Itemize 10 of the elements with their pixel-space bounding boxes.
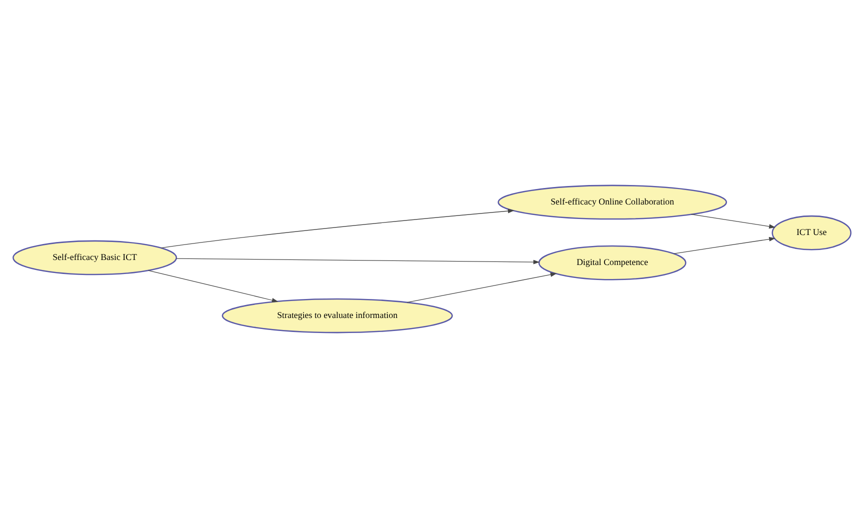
node-ellipse: Self-efficacy Basic ICT [12,240,178,275]
node-ellipse: Self-efficacy Online Collaboration [498,184,728,220]
arrow [148,270,278,302]
arrow [690,214,776,228]
node-ellipse: Digital Competence [538,244,686,280]
arrow [160,208,514,248]
arrow [673,236,776,254]
arrow [406,272,557,302]
node-ellipse: ICT Use [772,214,852,250]
arrow [176,258,540,264]
